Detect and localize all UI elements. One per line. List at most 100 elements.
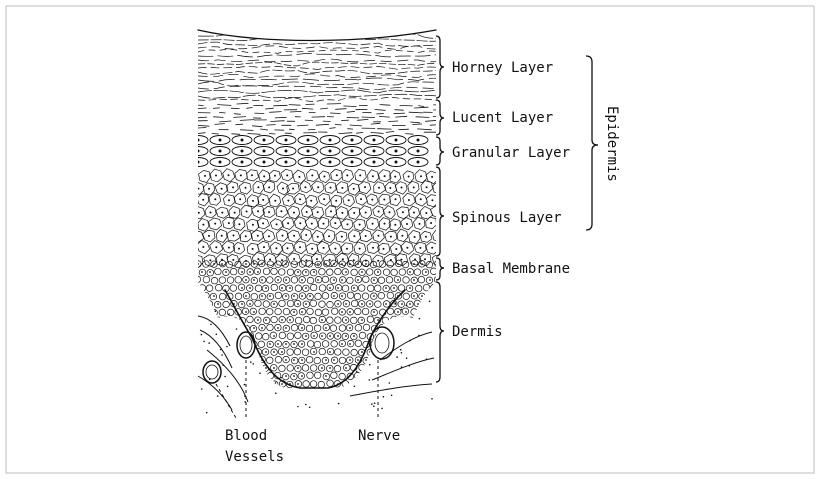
basal-cell [366, 269, 373, 276]
lucent-dash [330, 128, 336, 129]
spinous-nucleus [263, 175, 265, 177]
basal-nucleus [321, 335, 323, 337]
spinous-nucleus [378, 187, 380, 189]
basal-nucleus [385, 383, 387, 385]
spinous-nucleus [209, 259, 211, 261]
basal-cell [411, 325, 418, 332]
basal-nucleus [241, 287, 243, 289]
spinous-nucleus [262, 222, 264, 224]
basal-cell [271, 268, 278, 275]
basal-nucleus [285, 263, 287, 265]
basal-cell [375, 301, 382, 308]
lucent-dash [358, 119, 369, 120]
basal-cell [230, 285, 237, 292]
spinous-nucleus [383, 199, 385, 201]
basal-cell [194, 276, 201, 283]
basal-cell [210, 341, 217, 348]
basal-nucleus [277, 279, 279, 281]
spinous-nucleus [208, 188, 210, 190]
spinous-nucleus [274, 175, 276, 177]
basal-nucleus [425, 335, 427, 337]
lucent-dash [305, 120, 313, 121]
horney-fiber [198, 58, 458, 62]
spinous-nucleus [228, 222, 230, 224]
basal-cell [430, 301, 437, 308]
lucent-dash [219, 112, 225, 113]
basal-cell [219, 357, 226, 364]
spinous-nucleus [251, 174, 253, 176]
horney-fiber [198, 46, 458, 50]
basal-nucleus [293, 375, 295, 377]
basal-nucleus [245, 295, 247, 297]
basal-nucleus [357, 279, 359, 281]
dermis-dot [338, 403, 340, 405]
basal-cell [310, 381, 317, 388]
granular-nucleus [395, 161, 398, 164]
basal-cell [271, 316, 278, 323]
basal-nucleus [285, 375, 287, 377]
basal-nucleus [325, 375, 327, 377]
dermis-dot [280, 377, 282, 379]
basal-nucleus [277, 343, 279, 345]
spinous-nucleus [342, 258, 344, 260]
dermis-dot [236, 328, 238, 330]
basal-cell [250, 372, 257, 379]
spinous-nucleus [210, 212, 212, 214]
basal-cell [314, 325, 321, 332]
basal-nucleus [229, 359, 231, 361]
basal-nucleus [249, 383, 251, 385]
dermis-dot [228, 313, 230, 315]
basal-nucleus [357, 359, 359, 361]
lucent-dash [406, 134, 414, 135]
granular-nucleus [307, 161, 310, 164]
lucent-dash [265, 108, 273, 109]
lucent-dash [261, 129, 268, 130]
horney-fiber [198, 49, 458, 53]
basal-nucleus [257, 271, 259, 273]
spinous-nucleus [202, 246, 204, 248]
basal-cell [238, 365, 245, 372]
tissue-outline [198, 30, 436, 41]
basal-cell [318, 381, 325, 388]
spinous-nucleus [311, 223, 313, 225]
basal-cell [418, 340, 425, 347]
basal-nucleus [281, 351, 283, 353]
basal-cell [302, 365, 309, 372]
basal-nucleus [429, 295, 431, 297]
basal-cell [430, 333, 437, 340]
basal-nucleus [261, 263, 263, 265]
lucent-dash [330, 113, 340, 114]
dermis-dot [356, 371, 358, 373]
basal-cell [378, 292, 385, 299]
basal-cell [358, 285, 365, 292]
basal-nucleus [329, 351, 331, 353]
spinous-nucleus [436, 211, 438, 213]
lucent-dash [413, 124, 422, 125]
basal-cell [435, 309, 442, 316]
basal-nucleus [309, 295, 311, 297]
basal-nucleus [297, 367, 299, 369]
brace-basal [436, 258, 444, 280]
spinous-nucleus [420, 198, 422, 200]
basal-cell [307, 308, 314, 315]
basal-nucleus [421, 295, 423, 297]
basal-cell [230, 381, 237, 388]
horney-fiber [198, 42, 458, 46]
basal-nucleus [301, 375, 303, 377]
lucent-dash [321, 108, 328, 109]
basal-cell [195, 357, 202, 364]
basal-cell [354, 293, 361, 300]
basal-nucleus [245, 263, 247, 265]
basal-cell [207, 365, 214, 372]
basal-cell [426, 373, 433, 380]
spinous-nucleus [384, 175, 386, 177]
basal-cell [195, 341, 202, 348]
lucent-dash [399, 129, 409, 130]
basal-cell [359, 332, 366, 339]
basal-nucleus [333, 295, 335, 297]
basal-nucleus [437, 311, 439, 313]
lucent-dash [252, 126, 262, 127]
spinous-nucleus [269, 259, 271, 261]
dermis-dot [221, 354, 223, 356]
dermis-dot [224, 376, 226, 378]
